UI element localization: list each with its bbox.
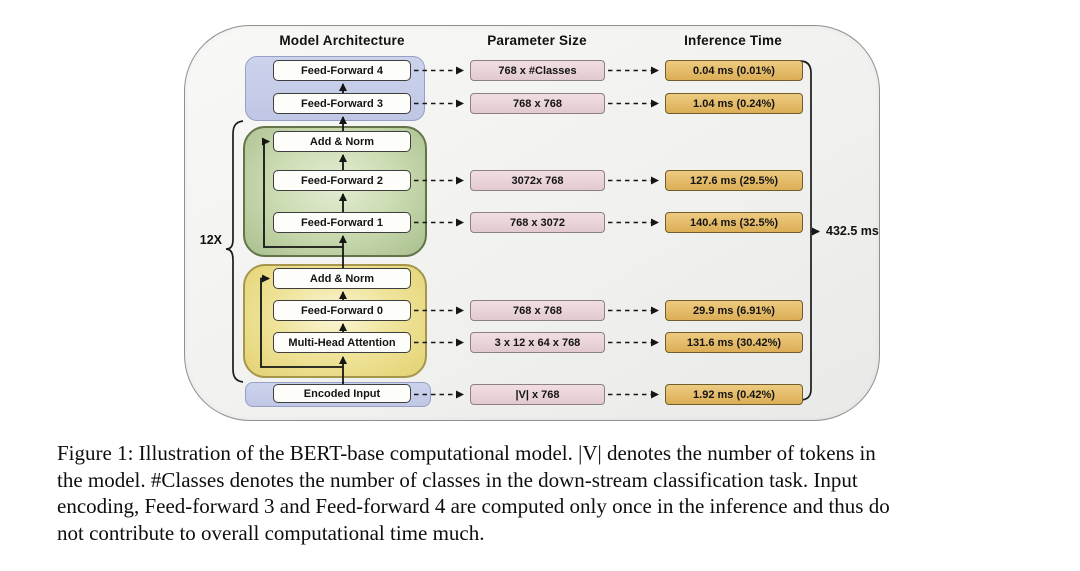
inference-time-ff3: 1.04 ms (0.24%) <box>665 93 803 114</box>
caption-line: the model. #Classes denotes the number o… <box>57 467 858 492</box>
total-inference-time-label: 432.5 ms <box>826 224 879 238</box>
block-add-norm-attention: Add & Norm <box>273 268 411 289</box>
param-size-ff2: 3072x 768 <box>470 170 605 191</box>
param-size-ff1: 768 x 3072 <box>470 212 605 233</box>
param-size-ff4: 768 x #Classes <box>470 60 605 81</box>
layers-multiplier-label: 12X <box>199 233 222 247</box>
block-feed-forward-2: Feed-Forward 2 <box>273 170 411 191</box>
param-size-input: |V| x 768 <box>470 384 605 405</box>
block-feed-forward-4: Feed-Forward 4 <box>273 60 411 81</box>
column-header-parameter-size: Parameter Size <box>487 33 587 48</box>
caption-line: not contribute to overall computational … <box>57 520 485 545</box>
column-header-inference-time: Inference Time <box>684 33 782 48</box>
block-feed-forward-3: Feed-Forward 3 <box>273 93 411 114</box>
inference-time-mha: 131.6 ms (30.42%) <box>665 332 803 353</box>
caption-line: encoding, Feed-forward 3 and Feed-forwar… <box>57 494 890 518</box>
param-size-mha: 3 x 12 x 64 x 768 <box>470 332 605 353</box>
figure-caption: Figure 1: Illustration of the BERT-base … <box>57 440 1047 546</box>
block-feed-forward-1: Feed-Forward 1 <box>273 212 411 233</box>
block-add-norm-ffn: Add & Norm <box>273 131 411 152</box>
caption-line: Figure 1: Illustration of the BERT-base … <box>57 441 876 465</box>
inference-time-ff0: 29.9 ms (6.91%) <box>665 300 803 321</box>
inference-time-ff4: 0.04 ms (0.01%) <box>665 60 803 81</box>
block-feed-forward-0: Feed-Forward 0 <box>273 300 411 321</box>
inference-time-input: 1.92 ms (0.42%) <box>665 384 803 405</box>
param-size-ff0: 768 x 768 <box>470 300 605 321</box>
column-header-model-architecture: Model Architecture <box>279 33 405 48</box>
inference-time-ff2: 127.6 ms (29.5%) <box>665 170 803 191</box>
param-size-ff3: 768 x 768 <box>470 93 605 114</box>
block-multi-head-attention: Multi-Head Attention <box>273 332 411 353</box>
inference-time-ff1: 140.4 ms (32.5%) <box>665 212 803 233</box>
block-encoded-input: Encoded Input <box>273 384 411 403</box>
